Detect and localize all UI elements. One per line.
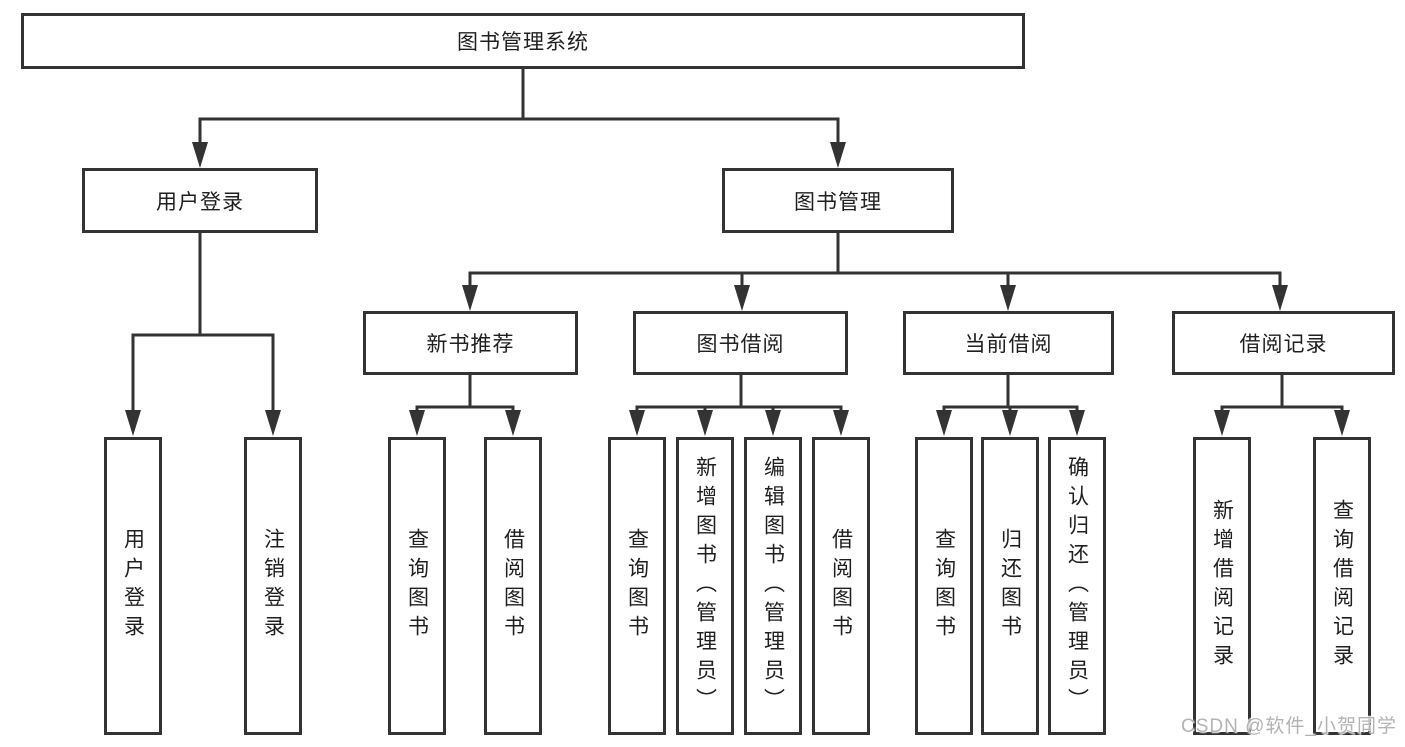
node-label: 编辑图书（管理员） xyxy=(761,455,785,717)
node-label: 查询图书 xyxy=(625,528,649,644)
arrow-down-icon xyxy=(125,410,141,436)
arrow-down-icon xyxy=(936,410,952,436)
node-label: 用户登录 xyxy=(156,190,244,214)
leaf-query-books-current: 查询图书 xyxy=(915,437,973,735)
arrow-down-icon xyxy=(734,285,750,311)
arrow-down-icon xyxy=(1272,285,1288,311)
arrow-down-icon xyxy=(1214,410,1230,436)
node-label: 借阅图书 xyxy=(501,528,525,644)
leaf-logout: 注销登录 xyxy=(244,437,302,735)
connector-root-to-level2 xyxy=(192,69,846,168)
node-label: 归还图书 xyxy=(998,528,1022,644)
connector-book-borrowing-to-leaves xyxy=(629,375,849,436)
arrow-down-icon xyxy=(1069,410,1085,436)
node-label: 用户登录 xyxy=(121,528,145,644)
node-label: 新增借阅记录 xyxy=(1210,499,1234,673)
arrow-down-icon xyxy=(505,410,521,436)
node-book-management: 图书管理 xyxy=(722,168,954,233)
watermark: CSDN @软件_小贺同学 xyxy=(1181,716,1397,737)
arrow-down-icon xyxy=(1000,285,1016,311)
leaf-borrow-books-borrowing: 借阅图书 xyxy=(812,437,870,735)
arrow-down-icon xyxy=(1334,410,1350,436)
connector-current-borrowing-to-leaves xyxy=(936,375,1085,436)
node-label: 图书管理系统 xyxy=(457,31,589,54)
arrow-down-icon xyxy=(192,142,208,168)
node-label: 图书管理 xyxy=(794,190,882,214)
leaf-user-login: 用户登录 xyxy=(104,437,162,735)
arrow-down-icon xyxy=(265,410,281,436)
node-label: 借阅图书 xyxy=(829,528,853,644)
leaf-query-books-borrowing: 查询图书 xyxy=(608,437,666,735)
leaf-borrow-books-recommend: 借阅图书 xyxy=(484,437,542,735)
leaf-add-books-admin: 新增图书（管理员） xyxy=(676,437,734,735)
node-label: 借阅记录 xyxy=(1239,333,1328,356)
arrow-down-icon xyxy=(830,142,846,168)
leaf-query-borrow-record: 查询借阅记录 xyxy=(1313,437,1371,735)
node-current-borrowing: 当前借阅 xyxy=(903,311,1114,375)
node-label: 新增图书（管理员） xyxy=(693,455,717,717)
node-label: 查询借阅记录 xyxy=(1330,499,1354,673)
arrow-down-icon xyxy=(1002,410,1018,436)
arrow-down-icon xyxy=(697,410,713,436)
arrow-down-icon xyxy=(409,410,425,436)
connector-new-book-to-leaves xyxy=(409,375,521,436)
leaf-add-borrow-record: 新增借阅记录 xyxy=(1193,437,1251,735)
connector-book-management-to-level3 xyxy=(462,233,1288,311)
node-borrowing-records: 借阅记录 xyxy=(1172,311,1395,375)
arrow-down-icon xyxy=(629,410,645,436)
node-label: 当前借阅 xyxy=(964,333,1053,356)
node-label: 查询图书 xyxy=(405,528,429,644)
arrow-down-icon xyxy=(833,410,849,436)
node-user-login: 用户登录 xyxy=(82,168,318,233)
leaf-return-books: 归还图书 xyxy=(981,437,1039,735)
node-label: 图书借阅 xyxy=(696,333,785,356)
leaf-edit-books-admin: 编辑图书（管理员） xyxy=(744,437,802,735)
leaf-confirm-return-admin: 确认归还（管理员） xyxy=(1048,437,1106,735)
node-root: 图书管理系统 xyxy=(21,13,1025,69)
node-new-book-recommend: 新书推荐 xyxy=(363,311,578,375)
node-label: 新书推荐 xyxy=(426,333,515,356)
node-book-borrowing: 图书借阅 xyxy=(633,311,848,375)
arrow-down-icon xyxy=(765,410,781,436)
node-label: 查询图书 xyxy=(932,528,956,644)
arrow-down-icon xyxy=(462,285,478,311)
node-label: 确认归还（管理员） xyxy=(1065,455,1089,717)
connector-borrowing-records-to-leaves xyxy=(1214,375,1350,436)
connector-user-login-to-leaves xyxy=(125,233,281,436)
leaf-query-books-recommend: 查询图书 xyxy=(388,437,446,735)
node-label: 注销登录 xyxy=(261,528,285,644)
